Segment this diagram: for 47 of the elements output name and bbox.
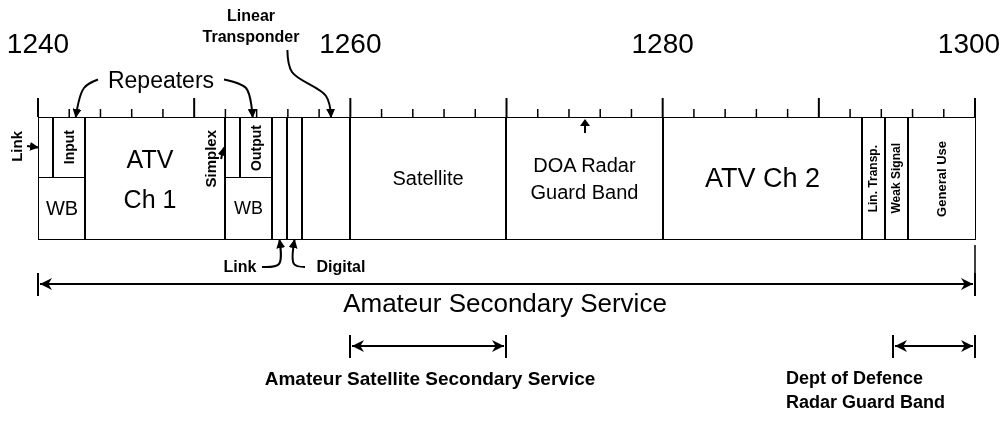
band-box: [662, 117, 863, 240]
band-label: General Use: [932, 140, 950, 217]
leader-line: [288, 239, 306, 268]
annotation-text: Link: [7, 118, 27, 174]
tick-label: 1260: [319, 28, 382, 60]
band-box: [224, 117, 241, 178]
span-label: Amateur Satellite Secondary Service: [264, 368, 596, 390]
leader-line: [286, 49, 336, 118]
band-label: Satellite: [392, 166, 464, 191]
leader-line: [223, 78, 257, 118]
band-box: [861, 117, 886, 240]
leader-line: [72, 78, 99, 118]
band-label: WB: [45, 195, 79, 221]
tick-label: 1280: [631, 28, 694, 60]
annotation-text: Simplex: [200, 119, 221, 198]
band-box: [286, 117, 303, 240]
band-box: [52, 117, 86, 178]
band-box: [271, 117, 288, 240]
band-label: Lin. Transp.: [865, 144, 882, 213]
band-label: ATV Ch 1: [122, 143, 178, 215]
band-label: ATV Ch 2: [704, 161, 820, 195]
leader-line: [217, 146, 227, 160]
band-box: [84, 117, 226, 240]
band-label: DOA Radar Guard Band: [529, 152, 640, 205]
span-label: Amateur Secondary Service: [343, 288, 667, 319]
span-label: Dept of Defence Radar Guard Band: [786, 367, 947, 415]
band-box: [301, 117, 351, 240]
band-box: [349, 117, 507, 240]
band-box: [505, 117, 664, 240]
leader-line: [26, 141, 39, 151]
leader-line: [261, 239, 286, 269]
annotation-text: Linear Transponder: [186, 4, 316, 50]
band-box: [907, 117, 976, 240]
band-label: Weak Signal: [888, 143, 905, 214]
band-box: [239, 117, 273, 178]
annotation-text: Repeaters: [98, 66, 224, 96]
tick-label: 1300: [937, 28, 1001, 60]
band-label: Output: [246, 124, 265, 171]
band-box: [38, 176, 86, 240]
band-box: [38, 117, 54, 178]
band-box: [884, 117, 909, 240]
annotation-text: Link: [218, 256, 262, 278]
band-label: WB: [234, 197, 263, 221]
annotation-text: Digital: [305, 256, 377, 278]
tick-label: 1240: [6, 28, 70, 60]
band-box: [224, 176, 273, 240]
band-label: Input: [59, 130, 78, 165]
